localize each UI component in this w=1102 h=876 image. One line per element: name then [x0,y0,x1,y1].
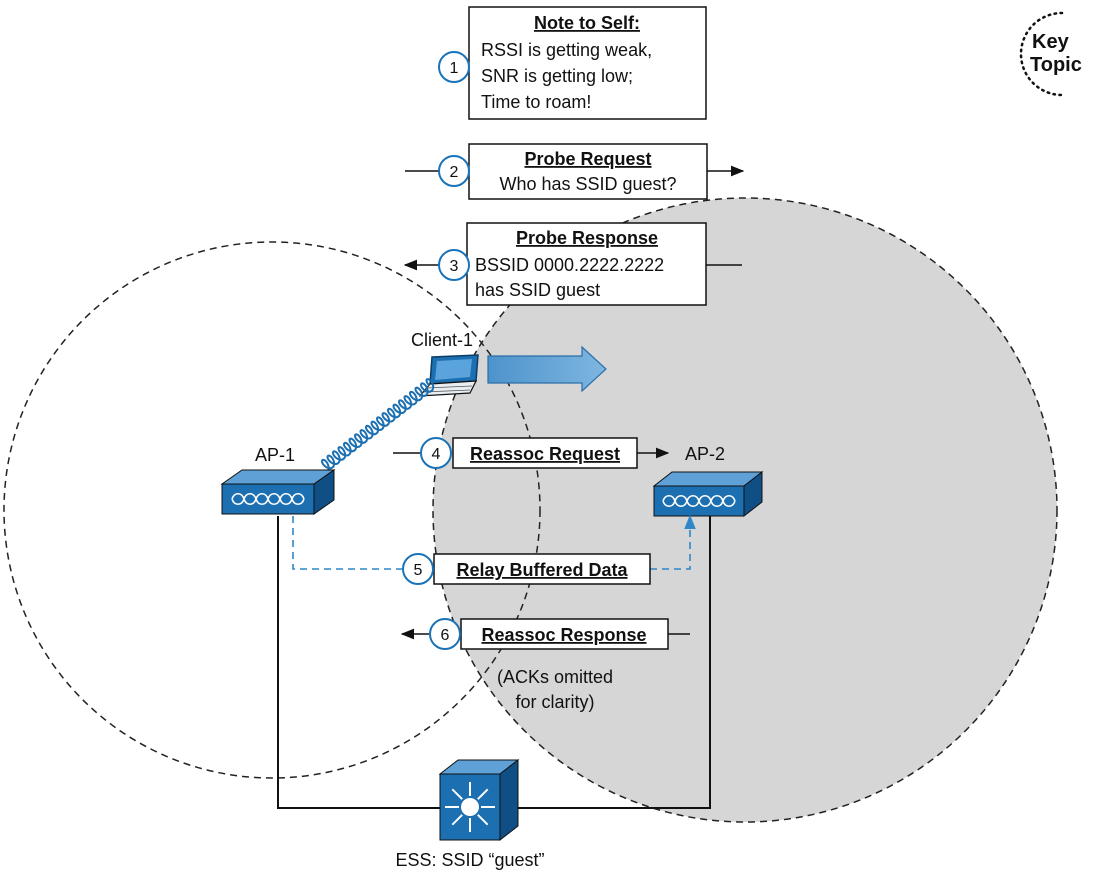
step-5-title: Relay Buffered Data [456,560,628,580]
step-6-title: Reassoc Response [481,625,646,645]
step-1-line-1: RSSI is getting weak, [481,40,652,60]
step-4-reassoc-request: Reassoc Request 4 [393,437,670,469]
switch-ray [451,814,463,826]
step-4-title: Reassoc Request [470,444,620,464]
step-3-number: 3 [450,258,459,275]
step-1-number: 1 [450,60,459,77]
ess-ssid-label: ESS: SSID “guest” [395,850,544,870]
step-1-line-2: SNR is getting low; [481,66,633,86]
key-topic-line2: Topic [1030,54,1082,76]
acks-note-line-2: for clarity) [515,692,594,712]
wireless-link-icon [318,378,435,474]
switch-ray [451,788,463,800]
step-1-note-to-self: Note to Self: RSSI is getting weak, SNR … [438,6,707,120]
step-5-relay-buffered-data: Relay Buffered Data 5 [292,514,696,585]
step-3-probe-response: Probe Response BSSID 0000.2222.2222 has … [403,222,742,306]
step-5-number: 5 [414,562,423,579]
key-topic-line1: Key [1032,31,1070,53]
switch-ray [477,814,489,826]
ap-1-label: AP-1 [255,445,295,465]
ap-1-wired-link [277,516,440,809]
ap-2-label: AP-2 [685,444,725,464]
switch-ray [477,788,489,800]
ap-2-wired-link [510,516,711,809]
client-1-label: Client-1 [411,330,473,350]
roaming-direction-arrow [487,345,607,393]
step-2-line-1: Who has SSID guest? [499,174,676,194]
step-2-number: 2 [450,164,459,181]
step-1-line-3: Time to roam! [481,92,591,112]
step-1-title: Note to Self: [534,13,640,33]
step-3-title: Probe Response [516,228,658,248]
ap1-coverage-cell [3,241,541,779]
multilayer-switch-icon [438,758,520,842]
step-3-line-1: BSSID 0000.2222.2222 [475,255,664,275]
step-4-number: 4 [432,446,441,463]
step-6-reassoc-response: Reassoc Response 6 [400,618,690,650]
ap-1-access-point-icon [220,469,336,515]
step-2-probe-request: Probe Request Who has SSID guest? 2 [405,143,745,200]
step-3-line-2: has SSID guest [475,280,600,300]
step-6-number: 6 [441,627,450,644]
key-topic-badge: Key Topic [1019,11,1082,97]
laptop-icon [418,354,479,397]
ap-2-access-point-icon [652,470,764,518]
acks-note-line-1: (ACKs omitted [497,667,613,687]
step-2-title: Probe Request [524,149,651,169]
